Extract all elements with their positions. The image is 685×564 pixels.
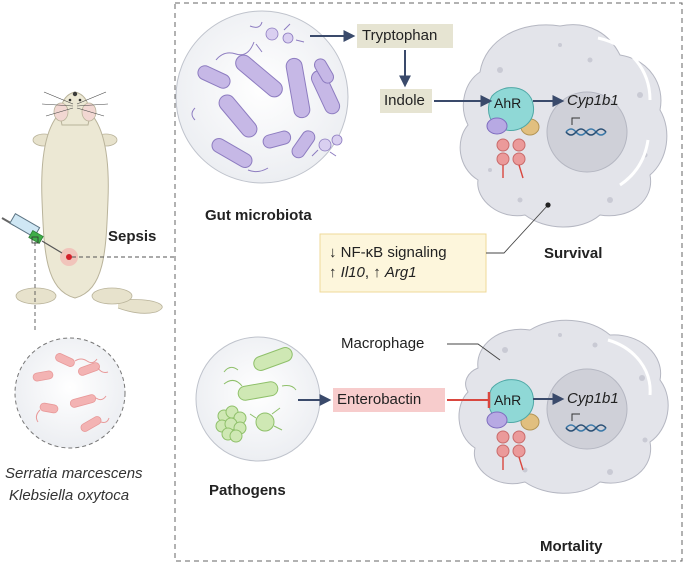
ahr-label-bottom: AhR [494, 392, 522, 408]
effects-box [319, 233, 487, 293]
mouse-illustration [15, 91, 163, 314]
enterobactin-inhibits-ahr [447, 392, 491, 408]
up-arrow-icon: ↑ [329, 264, 337, 281]
effects-separator: , [364, 264, 370, 281]
enterobactin-label: Enterobactin [337, 391, 422, 408]
species-label-serratia: Serratia marcescens [5, 465, 143, 482]
cyp1b1-label-bottom: Cyp1b1 [567, 390, 619, 407]
macrophage-bottom [458, 319, 669, 494]
main-panel-border [174, 2, 683, 562]
tryptophan-label: Tryptophan [362, 27, 438, 44]
pathogens-label: Pathogens [209, 482, 286, 499]
pathogens-circle [195, 336, 321, 462]
il10-gene-text: Il10 [340, 264, 365, 281]
enterobactin-box [333, 388, 445, 412]
down-arrow-icon: ↓ [329, 244, 337, 261]
ahr-label-top: AhR [494, 95, 522, 111]
nfkb-signaling-text: NF-κB signaling [340, 244, 447, 261]
effects-line-2: ↑ Il10, ↑ Arg1 [329, 263, 447, 283]
gut-microbiota-label: Gut microbiota [205, 207, 312, 224]
effects-text: ↓ NF-κB signaling ↑ Il10, ↑ Arg1 [329, 243, 447, 283]
macrophage-label-leader [447, 343, 501, 361]
macrophage-top [459, 24, 668, 228]
species-label-klebsiella: Klebsiella oxytoca [9, 487, 130, 504]
macrophage-label: Macrophage [341, 335, 425, 352]
survival-label: Survival [544, 245, 603, 262]
effects-line-1: ↓ NF-κB signaling [329, 243, 447, 263]
mortality-label: Mortality [540, 538, 603, 555]
up-arrow-icon: ↑ [373, 264, 381, 281]
arg1-gene-text: Arg1 [384, 264, 417, 281]
sepsis-label: Sepsis [108, 228, 157, 245]
infection-bacteria-circle [14, 337, 126, 449]
effects-connector [486, 204, 549, 254]
gut-microbiota-circle [175, 10, 349, 184]
cyp1b1-label-top: Cyp1b1 [567, 92, 619, 109]
indole-label: Indole [384, 92, 425, 109]
tryptophan-box [357, 24, 453, 48]
indole-box [380, 89, 432, 113]
